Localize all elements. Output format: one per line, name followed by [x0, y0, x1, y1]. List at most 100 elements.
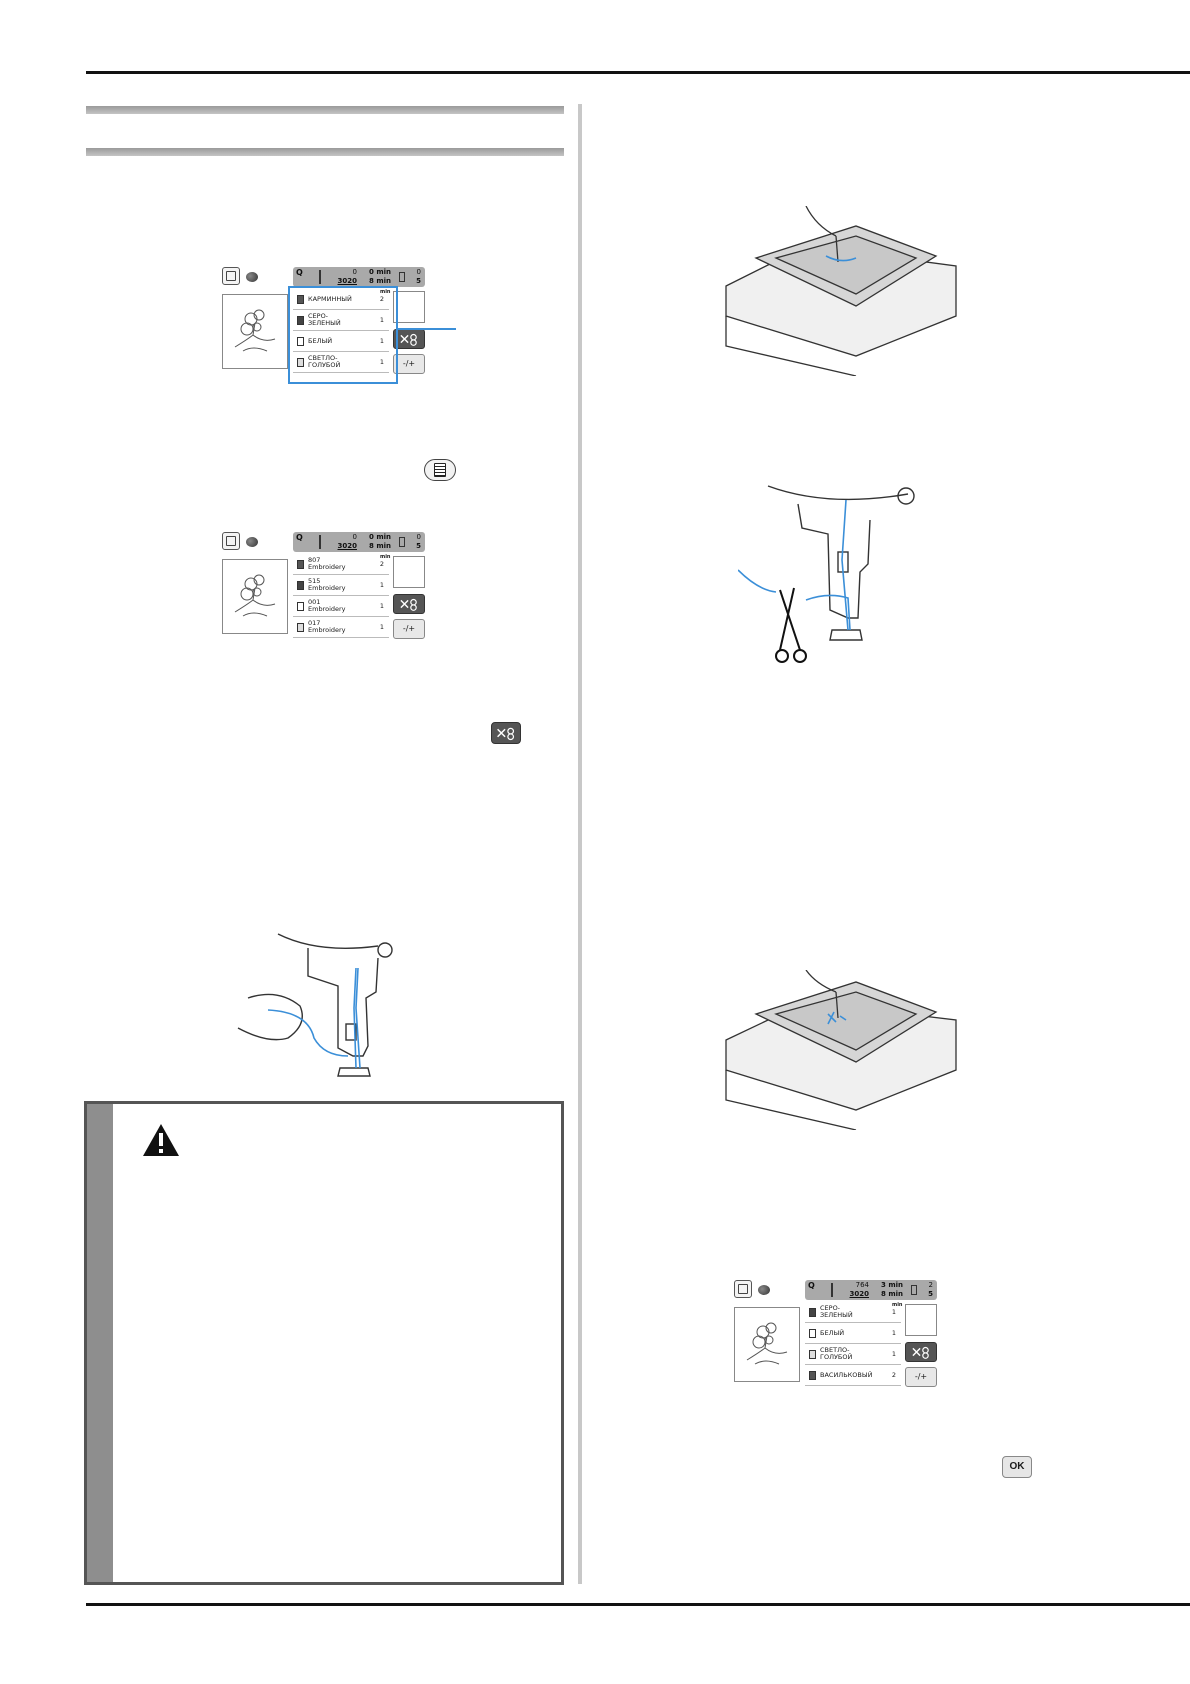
flower-pattern-icon [234, 309, 276, 352]
sewing-status-bar: Q 764 3020 3 min 8 min 2 5 [805, 1280, 937, 1300]
min-label: min [380, 554, 391, 560]
thread-swatch [297, 580, 304, 590]
thread-swatch [297, 357, 304, 367]
caution-side-bar [87, 1104, 113, 1582]
stitch-done: 0 [352, 268, 357, 276]
needle-icon [319, 270, 321, 284]
thread-cut-button[interactable] [905, 1342, 937, 1362]
ok-button[interactable]: OK [1002, 1456, 1032, 1478]
warning-triangle-icon [141, 1122, 181, 1163]
thread-swatch [809, 1370, 816, 1380]
embroidery-frame-button[interactable] [222, 532, 240, 550]
section-heading-bar-top [86, 106, 564, 114]
min-label: min [380, 289, 391, 295]
tension-adjust-button[interactable]: -/+ [905, 1367, 937, 1387]
callout-highlight [288, 286, 398, 384]
color-done: 0 [416, 533, 421, 541]
stitch-done: 0 [352, 533, 357, 541]
pattern-thumbnail [393, 291, 425, 323]
embroidery-stitching-illustration [716, 970, 966, 1130]
stitch-done: 764 [855, 1281, 869, 1289]
thread-swatch [809, 1328, 816, 1338]
lcd-screen-thread-numbers: Q 0 3020 0 min 8 min 0 5 min 807 Embroid… [222, 532, 436, 644]
thread-swatch [297, 559, 304, 569]
needle-icon [319, 535, 321, 549]
color-done: 2 [928, 1281, 933, 1289]
pattern-preview [222, 294, 288, 369]
time-done: 3 min [881, 1281, 903, 1289]
status-q: Q [296, 268, 303, 277]
callout-leader-line [398, 328, 456, 330]
section-heading-bar-bottom [86, 148, 564, 156]
embroidery-frame-illustration [716, 206, 966, 376]
stitch-total: 3020 [337, 542, 357, 550]
spool-small-icon [911, 1285, 917, 1295]
pattern-preview [222, 559, 288, 634]
scissors-icon [775, 587, 807, 663]
thread-swatch [297, 294, 304, 304]
scissors-cutting-illustration [738, 480, 938, 670]
status-q: Q [808, 1281, 815, 1290]
sewing-status-bar: Q 0 3020 0 min 8 min 0 5 [293, 267, 425, 287]
status-q: Q [296, 533, 303, 542]
flower-pattern-icon [746, 1322, 788, 1365]
min-label: min [892, 1302, 903, 1308]
stitch-total: 3020 [849, 1290, 869, 1298]
thread-cut-button[interactable] [393, 594, 425, 614]
color-total: 5 [416, 542, 421, 550]
lcd-screen-sewing-progress: Q 764 3020 3 min 8 min 2 5 min СЕРО- ЗЕЛ… [734, 1280, 948, 1392]
flower-pattern-icon [234, 574, 276, 617]
pattern-thumbnail [905, 1304, 937, 1336]
time-total: 8 min [369, 542, 391, 550]
thread-swatch [297, 601, 304, 611]
color-done: 0 [416, 268, 421, 276]
thread-swatch [809, 1307, 816, 1317]
spool-small-icon [399, 272, 405, 282]
thread-swatch [809, 1349, 816, 1359]
stitch-total: 3020 [337, 277, 357, 285]
embroidery-frame-button[interactable] [734, 1280, 752, 1298]
needle-thread-hold-illustration [228, 928, 428, 1088]
thread-spool-icon [758, 1285, 770, 1295]
pattern-thumbnail [393, 556, 425, 588]
column-divider [578, 104, 582, 1584]
caution-box [84, 1101, 564, 1585]
thread-list-icon[interactable] [424, 459, 456, 481]
sewing-status-bar: Q 0 3020 0 min 8 min 0 5 [293, 532, 425, 552]
thread-swatch [297, 336, 304, 346]
spool-small-icon [399, 537, 405, 547]
tension-adjust-button[interactable]: -/+ [393, 619, 425, 639]
needle-icon [831, 1283, 833, 1297]
color-total: 5 [416, 277, 421, 285]
time-total: 8 min [369, 277, 391, 285]
tension-adjust-button[interactable]: -/+ [393, 354, 425, 374]
thread-swatch [297, 315, 304, 325]
color-total: 5 [928, 1290, 933, 1298]
thread-swatch [297, 622, 304, 632]
time-done: 0 min [369, 533, 391, 541]
thread-spool-icon [246, 537, 258, 547]
time-done: 0 min [369, 268, 391, 276]
embroidery-frame-button[interactable] [222, 267, 240, 285]
footer-rule [86, 1603, 1190, 1606]
thread-cut-icon[interactable] [491, 722, 521, 744]
header-rule [86, 71, 1190, 74]
pattern-preview [734, 1307, 800, 1382]
time-total: 8 min [881, 1290, 903, 1298]
thread-spool-icon [246, 272, 258, 282]
